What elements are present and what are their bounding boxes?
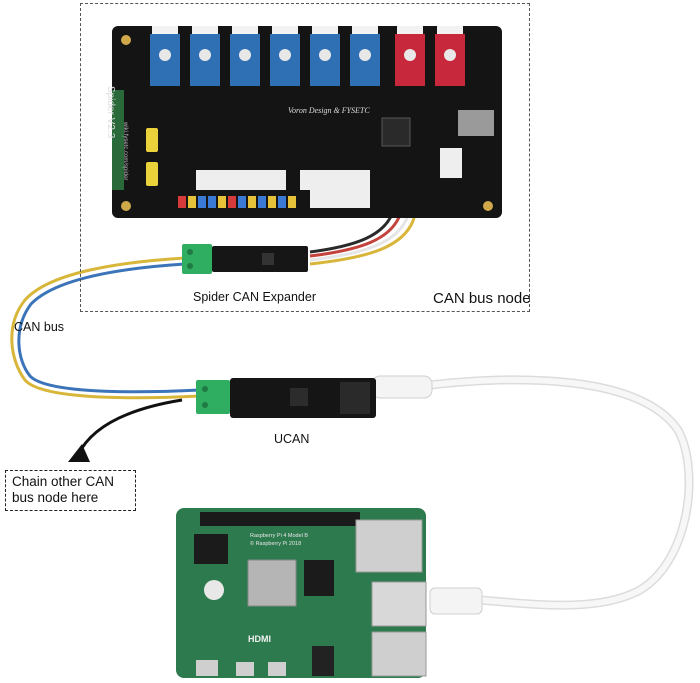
micro-hdmi-port (236, 662, 254, 676)
can-bus-node-label: CAN bus node (433, 290, 531, 307)
sd-card-slot (458, 110, 494, 136)
mounting-hole (121, 35, 131, 45)
ucan-terminal-block (196, 380, 230, 414)
pi-copyright: © Raspberry Pi 2018 (250, 540, 301, 547)
spider-can-expander-label: Spider CAN Expander (193, 290, 316, 304)
power-terminal (112, 90, 124, 190)
spider-board-brand: Voron Design & FYSETC (288, 106, 370, 115)
can-bus-label: CAN bus (14, 320, 65, 334)
spider-board-name: Spider V2.3 (105, 86, 116, 139)
micro-hdmi-port (268, 662, 286, 676)
chain-note-box: Chain other CAN bus node here (5, 470, 136, 511)
usb-c-power-port (196, 660, 218, 676)
io-connectors (196, 148, 462, 208)
usb-port (371, 581, 427, 627)
fuse (146, 128, 158, 152)
hdmi-silkscreen: HDMI (248, 634, 271, 644)
can-bus-cable (10, 256, 201, 400)
ethernet-port (355, 519, 423, 573)
usb-a-plug (429, 587, 483, 615)
header-pins (178, 196, 296, 208)
chain-arrow (68, 398, 183, 462)
pi-ram (304, 560, 334, 596)
audio-jack (312, 646, 334, 676)
expander-pcb (212, 246, 308, 272)
chain-note-text: Chain other CAN bus node here (12, 474, 115, 505)
mcu-chip (381, 117, 411, 147)
pi-soc (247, 559, 297, 607)
mounting-hole (483, 201, 493, 211)
usb-c-plug (371, 375, 433, 399)
raspberry-pi-board: Raspberry Pi 4 Model B © Raspberry Pi 20… (176, 508, 427, 678)
raspberry-logo (204, 580, 224, 600)
usb-port (371, 631, 427, 677)
motor-connectors (152, 26, 463, 34)
can-bus-node-frame (80, 3, 530, 312)
ucan-label: UCAN (274, 432, 310, 446)
ucan-module (196, 378, 376, 418)
gpio-header (200, 512, 360, 526)
fuse (146, 162, 158, 186)
pi-board-name: Raspberry Pi 4 Model B (250, 533, 308, 539)
mounting-hole (121, 201, 131, 211)
spider-board-url: wiki.fysetc.com/spider (122, 121, 128, 180)
usb-cable (371, 375, 694, 615)
stepper-drivers (150, 34, 465, 86)
spider-can-expander (182, 244, 308, 274)
spider-board: Spider V2.3 wiki.fysetc.com/spider Voron… (105, 26, 502, 218)
